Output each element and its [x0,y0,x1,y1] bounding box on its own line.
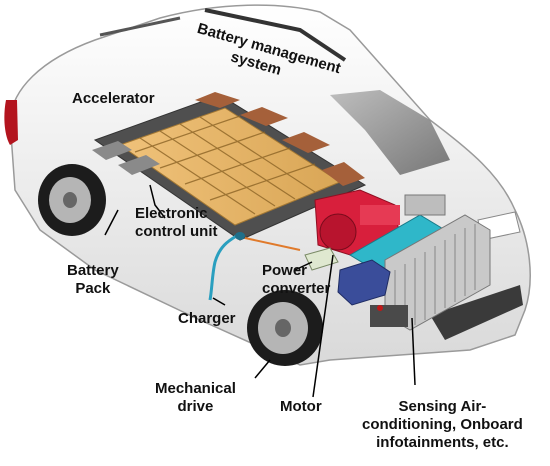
label-sensing-line1: Sensing Air- [398,398,487,415]
power-converter-graphic [304,247,339,271]
label-battery-pack: Battery Pack [67,262,119,298]
label-mechanical-drive: Mechanical drive [155,380,236,416]
callout-motor [312,254,334,398]
label-mechanical-drive-line1: Mechanical [155,380,236,397]
label-sensing-line2: conditioning, Onboard [362,416,523,433]
callout-charger [212,297,226,306]
bms-modules-graphic [195,92,365,186]
callout-sensing [411,317,416,386]
label-sensing-line3: infotainments, etc. [376,434,509,451]
charger-cable-graphic [208,232,301,301]
label-power-converter: Power converter [262,262,330,298]
label-battery-pack-line1: Battery [67,262,119,279]
label-accelerator: Accelerator [72,90,155,107]
callout-mechanical-drive [254,359,271,379]
label-electronic-control-unit: Electronic control unit [135,205,218,241]
label-power-converter-line2: converter [262,280,331,297]
label-mechanical-drive-line2: drive [177,398,214,415]
label-sensing: Sensing Air- conditioning, Onboard infot… [362,398,523,452]
front-wheel [247,290,323,366]
callout-lines [104,184,416,398]
label-charger: Charger [178,310,236,327]
label-motor: Motor [280,398,322,415]
battery-12v-graphic [337,259,408,327]
radiator-graphic [349,194,491,331]
rear-wheel [38,164,106,236]
callout-battery-pack [104,209,119,236]
label-electronic-control-line2: control unit [135,223,218,240]
label-power-converter-line1: Power [262,262,308,279]
label-electronic-control-line1: Electronic [135,205,208,222]
callout-electronic-control [149,184,166,219]
callout-power-converter [294,261,313,271]
label-battery-pack-line2: Pack [75,280,111,297]
